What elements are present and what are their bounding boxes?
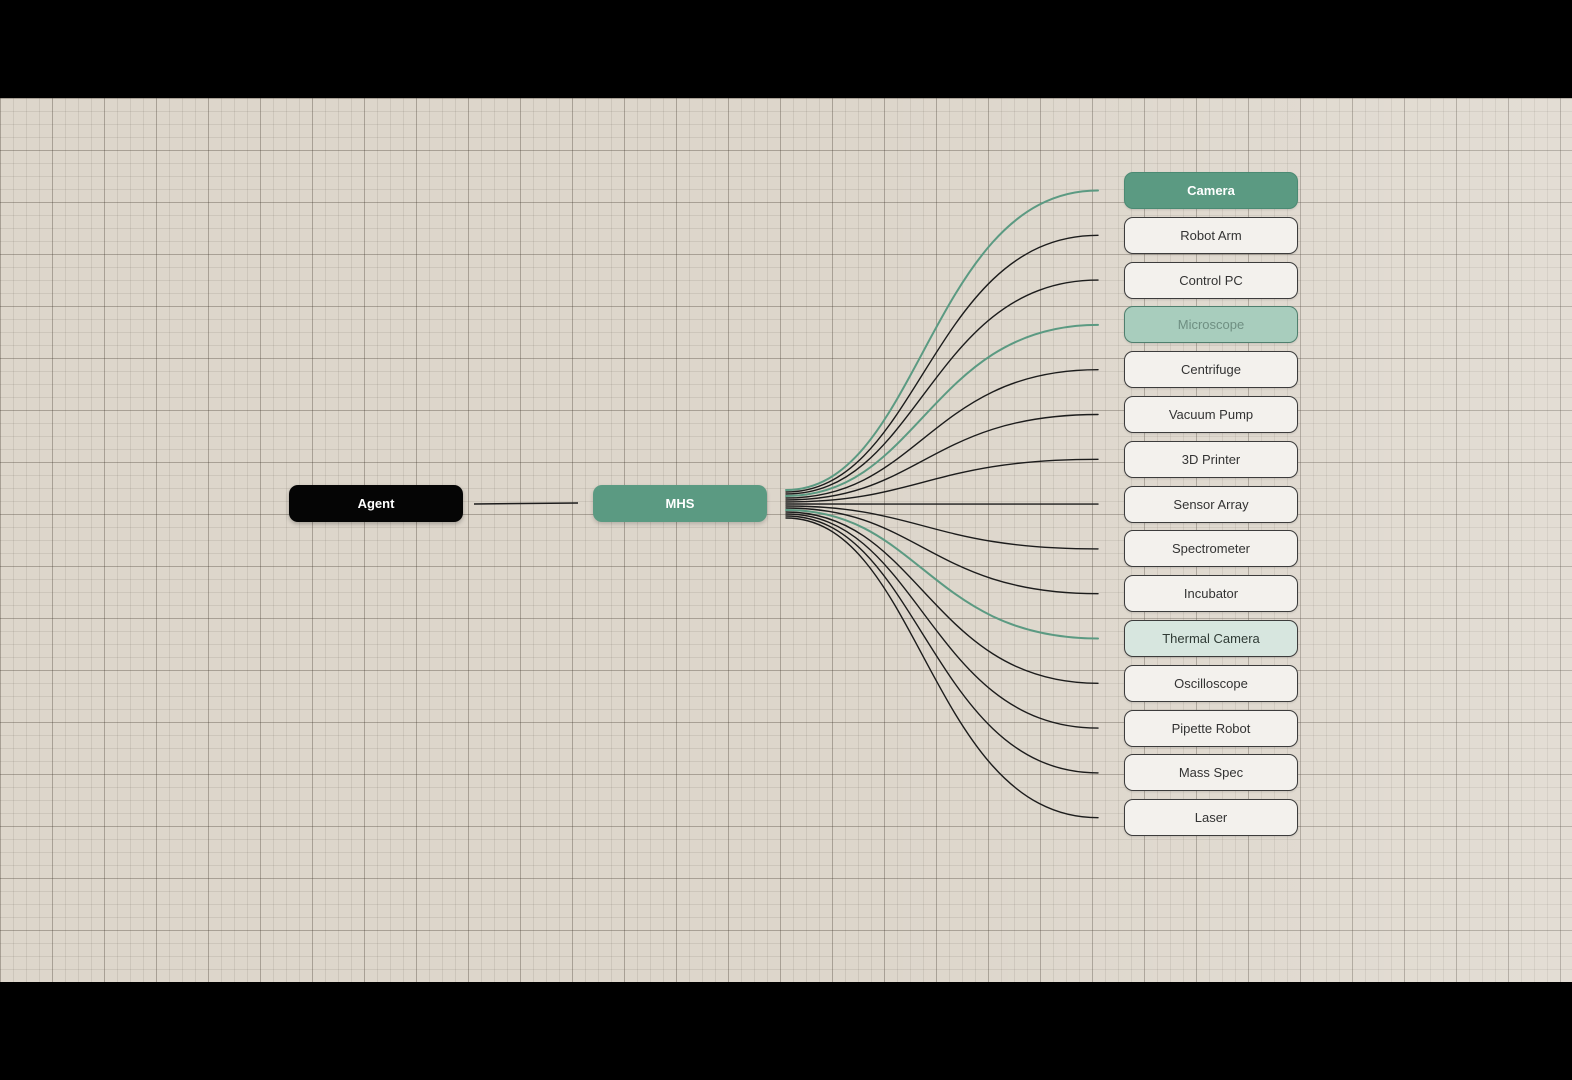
device-node-mass-spec[interactable]: Mass Spec [1124,754,1298,792]
device-label: Sensor Array [1173,496,1249,512]
device-node-pipette-robot[interactable]: Pipette Robot [1124,709,1298,747]
agent-node[interactable]: Agent [289,485,463,522]
device-label: Vacuum Pump [1168,407,1254,422]
diagram-canvas: Agent MHS Camera Robot Arm Control PC Mi… [0,98,1572,982]
device-label: Mass Spec [1178,765,1244,781]
device-label: Thermal Camera [1162,631,1260,646]
device-node-thermal-camera[interactable]: Thermal Camera [1124,620,1298,657]
device-label: Control PC [1179,272,1243,288]
connector-line [785,234,1099,493]
device-label: Microscope [1177,317,1245,333]
device-node-camera[interactable]: Camera [1124,172,1298,209]
mhs-hub-node[interactable]: MHS [593,485,767,522]
device-node-robot-arm[interactable]: Robot Arm [1124,216,1298,254]
device-node-3d-printer[interactable]: 3D Printer [1124,440,1298,478]
connector-line [785,189,1099,491]
device-label: Spectrometer [1171,541,1251,557]
device-node-sensor-array[interactable]: Sensor Array [1124,485,1298,523]
device-node-oscilloscope[interactable]: Oscilloscope [1124,664,1298,702]
device-node-laser[interactable]: Laser [1124,799,1298,837]
device-node-spectrometer[interactable]: Spectrometer [1124,530,1298,568]
connector-line [785,279,1099,495]
device-label: Robot Arm [1180,227,1242,243]
connector-line [785,515,1099,774]
letterbox-top [0,0,1572,98]
agent-to-mhs-connector [473,502,579,505]
connector-line [785,517,1099,819]
connector-line [785,511,1099,684]
device-node-vacuum-pump[interactable]: Vacuum Pump [1124,396,1298,433]
device-node-incubator[interactable]: Incubator [1124,575,1298,613]
connector-line [785,458,1099,503]
device-node-control-pc[interactable]: Control PC [1124,261,1298,299]
device-label: Pipette Robot [1171,720,1251,736]
connector-line [785,413,1099,501]
connector-line [785,369,1099,499]
mhs-label: MHS [665,496,695,511]
device-label: Incubator [1183,586,1239,602]
device-node-microscope[interactable]: Microscope [1124,306,1298,344]
device-label: Laser [1194,810,1228,826]
agent-label: Agent [357,496,395,511]
device-label: Camera [1187,183,1235,198]
connector-line [785,513,1099,729]
device-label: 3D Printer [1181,451,1241,467]
device-label: Centrifuge [1181,362,1241,378]
connector-line [785,509,1099,640]
connector-line [785,505,1099,550]
connector-line [785,323,1099,497]
device-node-centrifuge[interactable]: Centrifuge [1124,351,1298,389]
device-label: Oscilloscope [1174,675,1248,691]
connection-lines [473,189,1099,819]
letterbox-bottom [0,982,1572,1080]
connector-line [785,507,1099,595]
